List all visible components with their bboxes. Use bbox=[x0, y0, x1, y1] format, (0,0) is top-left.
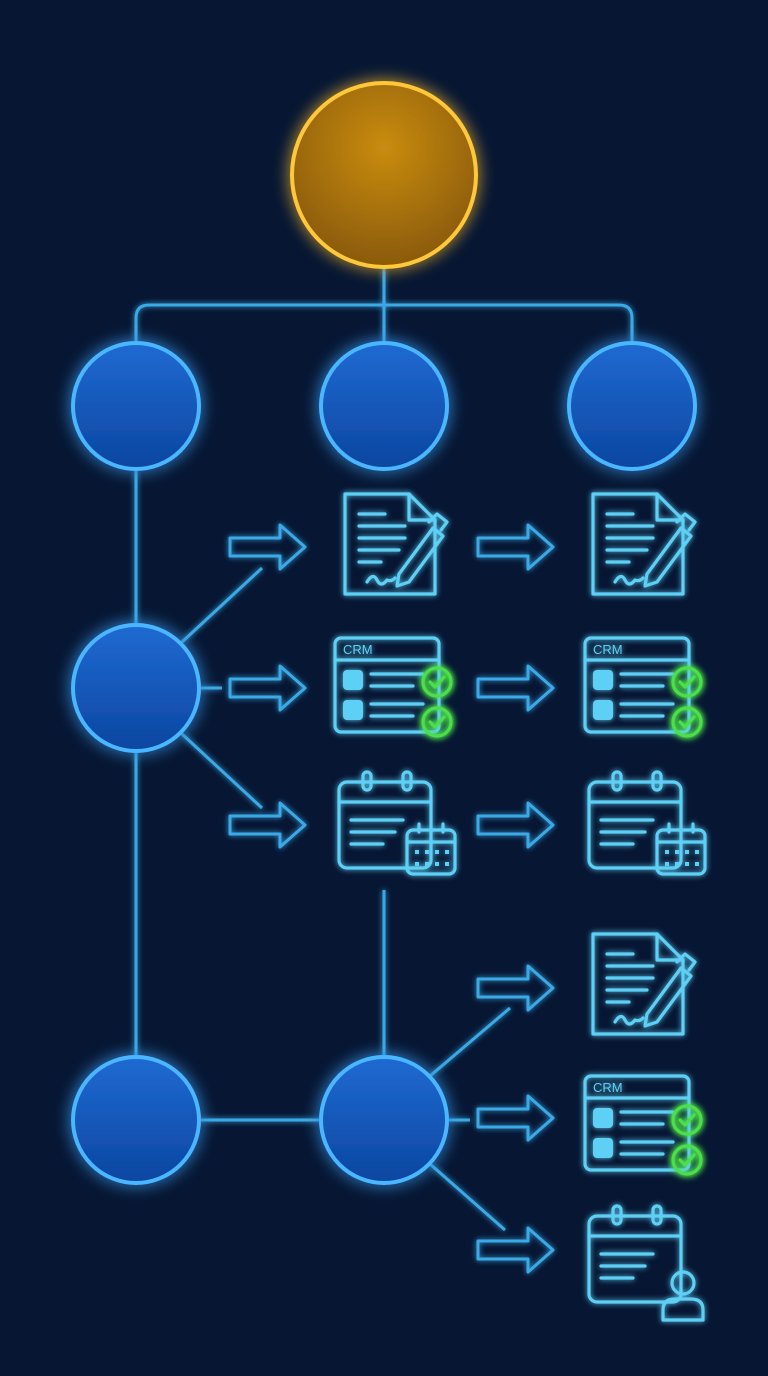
stage-node-3[interactable] bbox=[567, 341, 697, 471]
contract-icon[interactable] bbox=[343, 492, 449, 596]
arrows bbox=[228, 523, 555, 1274]
crm-label: CRM bbox=[343, 642, 373, 657]
arrow-right-icon bbox=[476, 1226, 555, 1274]
check-circle-icon bbox=[421, 706, 453, 738]
check-circle-icon bbox=[421, 666, 453, 698]
check-circle-icon bbox=[671, 706, 703, 738]
lower-node-1[interactable] bbox=[71, 1055, 201, 1185]
root-node[interactable] bbox=[290, 81, 478, 269]
branch-node[interactable] bbox=[71, 623, 201, 753]
arrow-right-icon bbox=[476, 801, 555, 849]
arrow-right-icon bbox=[228, 801, 307, 849]
arrow-right-icon bbox=[476, 664, 555, 712]
calendar-user-icon[interactable] bbox=[587, 1204, 705, 1322]
crm-label: CRM bbox=[593, 642, 623, 657]
check-circle-icon bbox=[671, 666, 703, 698]
task-icons: CRM CRM CRM bbox=[333, 492, 707, 1322]
contract-icon[interactable] bbox=[591, 492, 697, 596]
arrow-right-icon bbox=[228, 523, 307, 571]
arrow-right-icon bbox=[476, 523, 555, 571]
stage-node-1[interactable] bbox=[71, 341, 201, 471]
connector-lines bbox=[134, 267, 634, 1232]
calendar-icon[interactable] bbox=[337, 770, 457, 876]
crm-icon[interactable]: CRM bbox=[583, 1074, 703, 1176]
crm-icon[interactable]: CRM bbox=[583, 636, 703, 738]
calendar-icon[interactable] bbox=[587, 770, 707, 876]
crm-icon[interactable]: CRM bbox=[333, 636, 453, 738]
crm-label: CRM bbox=[593, 1080, 623, 1095]
arrow-right-icon bbox=[228, 664, 307, 712]
check-circle-icon bbox=[671, 1104, 703, 1136]
stage-node-2[interactable] bbox=[319, 341, 449, 471]
check-circle-icon bbox=[671, 1144, 703, 1176]
lower-node-2[interactable] bbox=[319, 1055, 449, 1185]
arrow-right-icon bbox=[476, 964, 555, 1012]
arrow-right-icon bbox=[476, 1094, 555, 1142]
contract-icon[interactable] bbox=[591, 932, 697, 1036]
nodes bbox=[71, 341, 697, 1185]
